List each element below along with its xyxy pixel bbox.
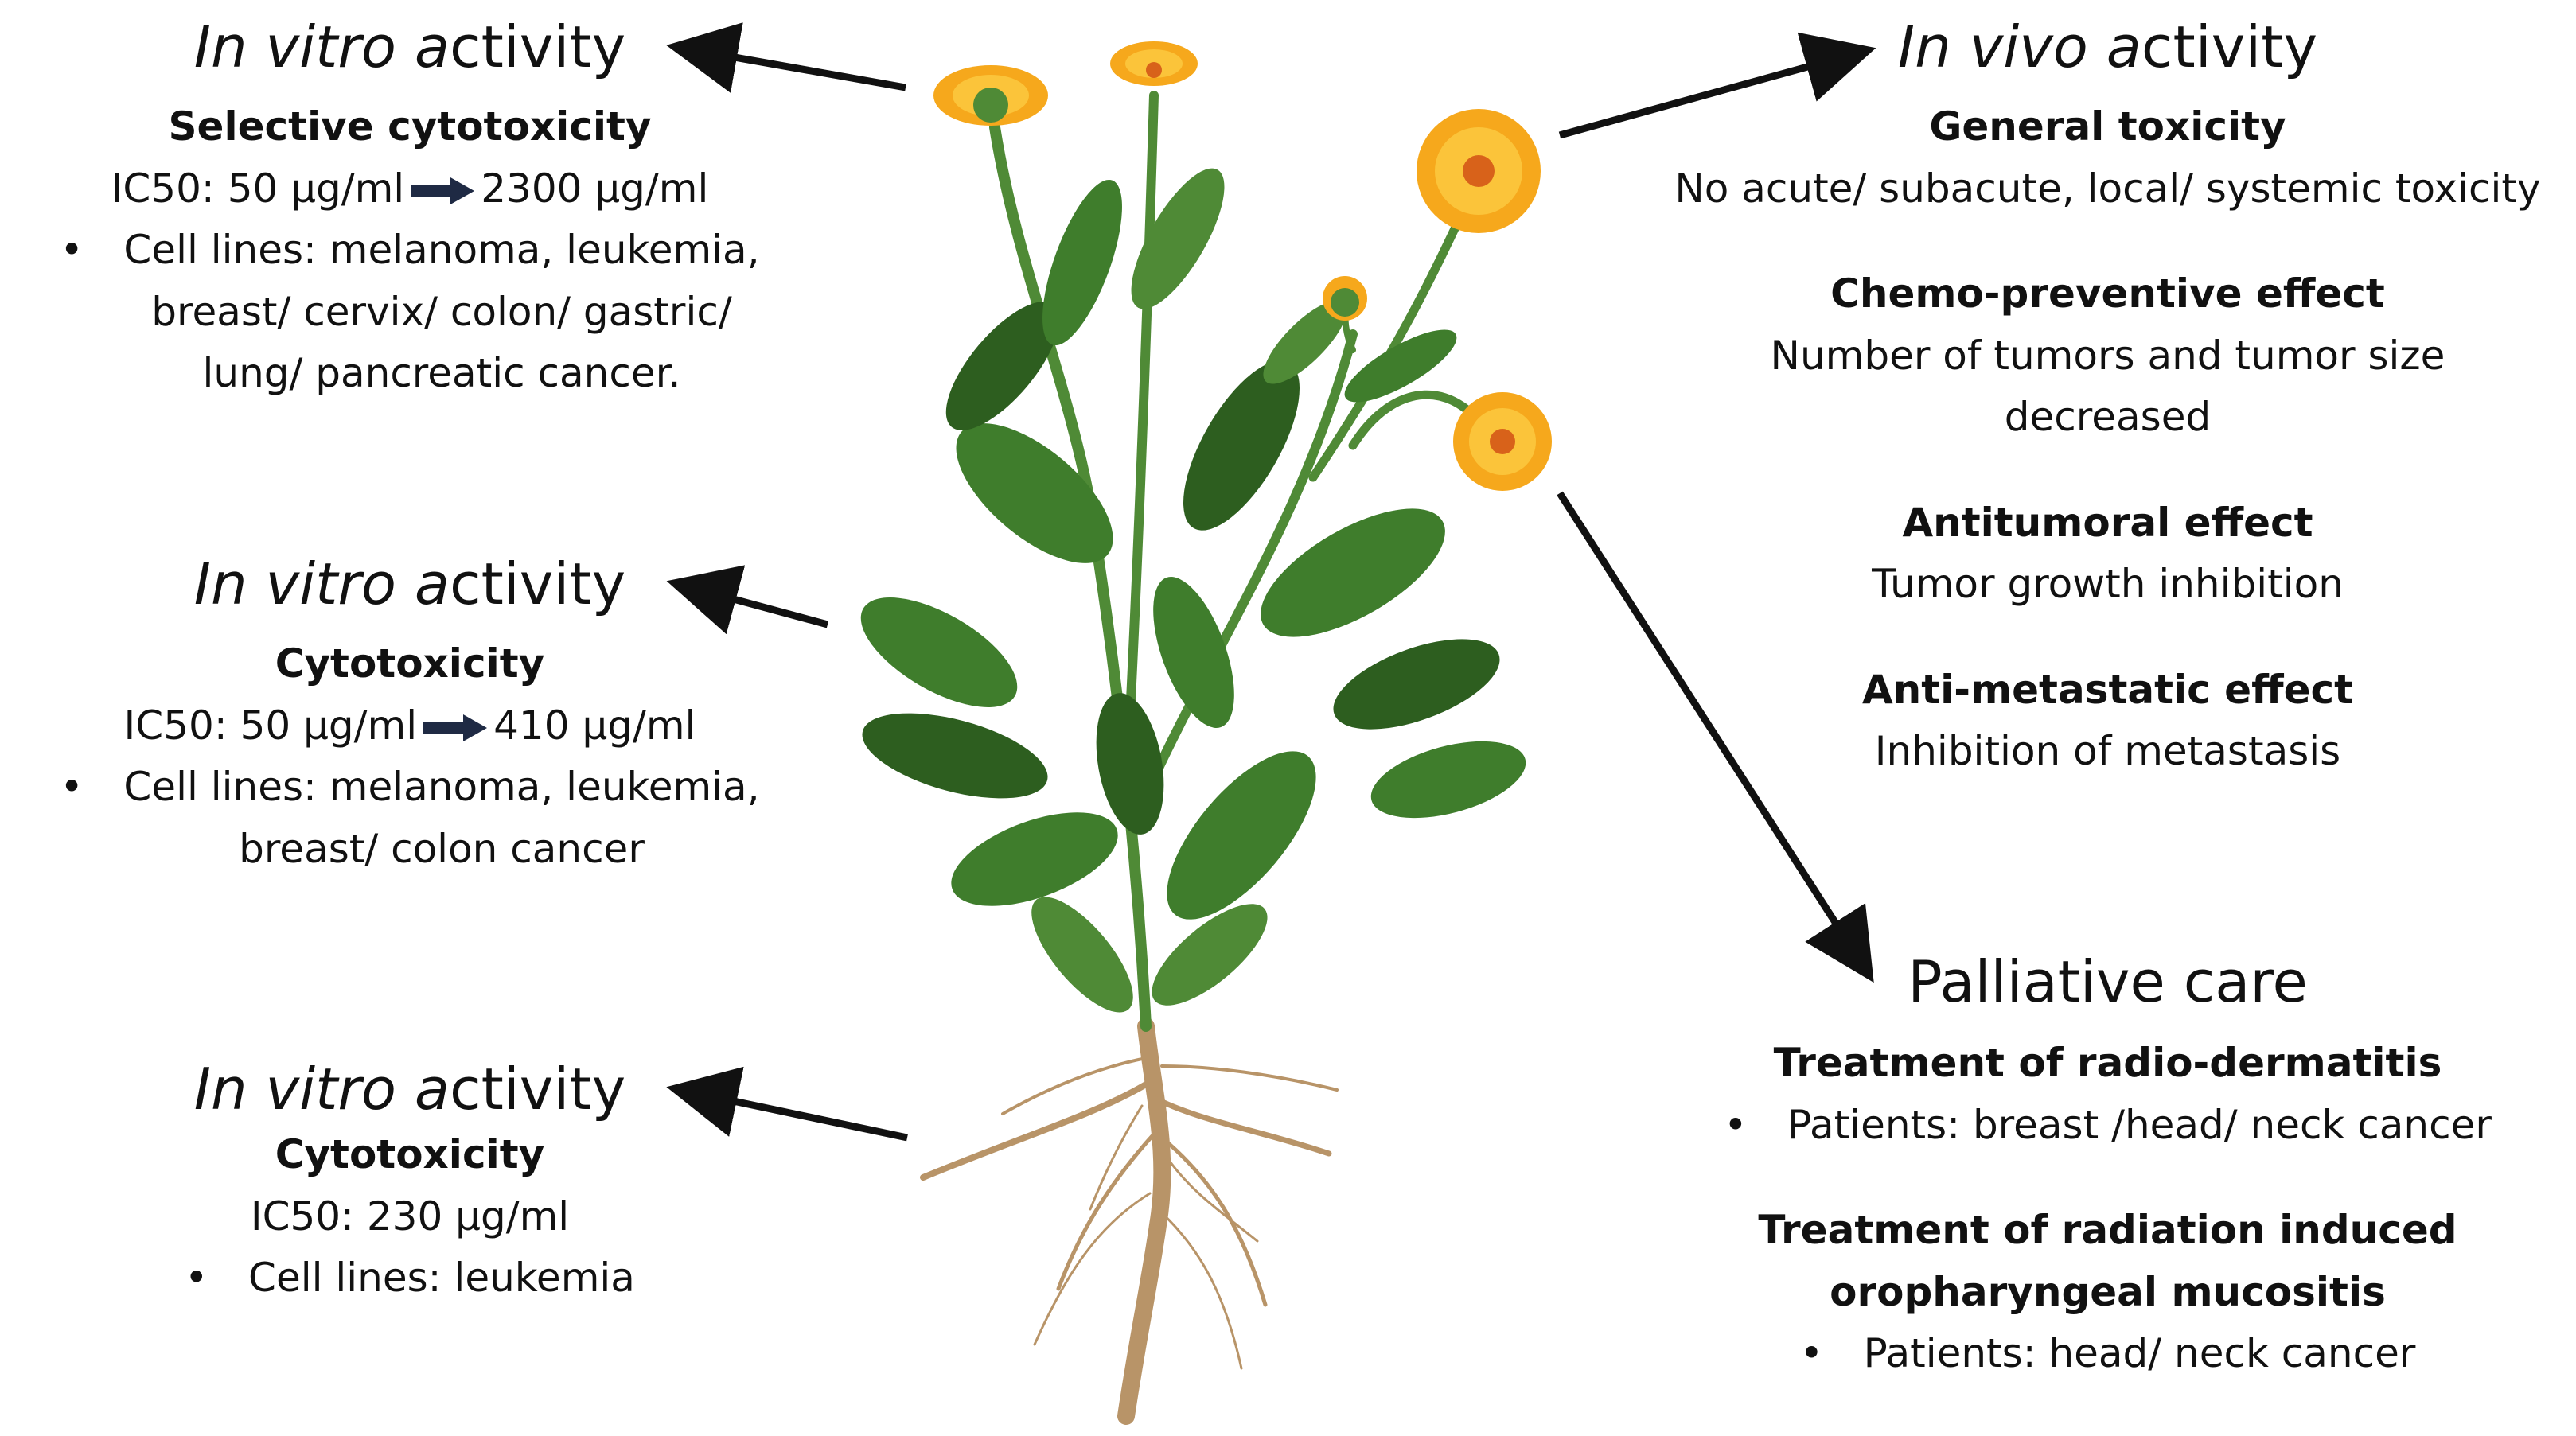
bullet-line: breast/ colon cancer (239, 825, 645, 872)
plant-leaves (860, 168, 1526, 1013)
item-title: Treatment of radio-dermatitis (1773, 1040, 2442, 1087)
bullet-icon: • (1724, 1101, 1748, 1148)
bullet-icon: • (60, 764, 84, 811)
right-block-in-vivo: In vivo activity General toxicity No acu… (1639, 14, 2576, 783)
flower-top-left (933, 65, 1048, 126)
flower-top-center (1110, 41, 1198, 86)
heading-palliative-care: Palliative care (1908, 948, 2308, 1015)
item-text: decreased (2004, 394, 2212, 441)
right-arrow-icon (423, 714, 488, 742)
bullet-line: Cell lines: melanoma, leukemia, (123, 227, 760, 274)
flower-right-top (1417, 109, 1541, 233)
right-block-palliative: Palliative care Treatment of radio-derma… (1639, 948, 2576, 1385)
bullet-item-patients-1: • Patients: breast /head/ neck cancer (1639, 1095, 2576, 1157)
heading-in-vivo: In vivo activity (1897, 14, 2318, 80)
heading-in-vitro-2: In vitro activity (193, 551, 626, 617)
palliative-mucositis: Treatment of radiation induced oropharyn… (1639, 1200, 2576, 1385)
item-title: oropharyngeal mucositis (1830, 1268, 2386, 1315)
left-block-leaves: In vitro activity Cytotoxicity IC50: 50 … (0, 551, 820, 880)
item-text: No acute/ subacute, local/ systemic toxi… (1674, 165, 2541, 212)
item-title: General toxicity (1929, 103, 2286, 150)
subtitle-cytotoxicity-3: Cytotoxicity (275, 1131, 545, 1178)
flower-bud (1323, 276, 1367, 321)
in-vivo-chemo-preventive: Chemo-preventive effect Number of tumors… (1639, 263, 2576, 449)
item-text: Number of tumors and tumor size (1770, 332, 2445, 379)
item-title: Antitumoral effect (1902, 499, 2313, 546)
bullet-line: lung/ pancreatic cancer. (202, 350, 681, 397)
flower-right-middle (1453, 392, 1552, 491)
in-vivo-general-toxicity: General toxicity No acute/ subacute, loc… (1639, 96, 2576, 220)
heading-in-vitro-3: In vitro activity (193, 1056, 626, 1123)
item-title: Chemo-preventive effect (1830, 270, 2385, 317)
bullet-line: Cell lines: melanoma, leukemia, (123, 764, 760, 811)
bullet-icon: • (1799, 1330, 1824, 1377)
item-title: Anti-metastatic effect (1861, 666, 2354, 713)
in-vivo-anti-metastatic: Anti-metastatic effect Inhibition of met… (1639, 660, 2576, 783)
item-title: Treatment of radiation induced (1758, 1207, 2457, 1254)
palliative-radio-dermatitis: Treatment of radio-dermatitis • Patients… (1639, 1033, 2576, 1156)
bullet-item-cell-lines-1: • Cell lines: melanoma, leukemia, breast… (0, 220, 820, 405)
bullet-line: Cell lines: leukemia (248, 1255, 635, 1302)
bullet-line: Patients: breast /head/ neck cancer (1787, 1101, 2492, 1148)
bullet-item-patients-2: • Patients: head/ neck cancer (1639, 1323, 2576, 1385)
bullet-item-cell-lines-3: • Cell lines: leukemia (0, 1247, 820, 1310)
calendula-flowers (933, 41, 1552, 491)
left-block-roots: In vitro activity Cytotoxicity IC50: 230… (0, 1056, 820, 1310)
item-text: Tumor growth inhibition (1872, 561, 2344, 608)
item-text: Inhibition of metastasis (1874, 728, 2341, 775)
bullet-line: breast/ cervix/ colon/ gastric/ (151, 288, 732, 335)
right-arrow-icon (411, 177, 475, 205)
bullet-icon: • (185, 1255, 208, 1302)
subtitle-cytotoxicity-2: Cytotoxicity (275, 640, 545, 687)
plant-roots (920, 1018, 1339, 1425)
bullet-icon: • (60, 227, 84, 274)
subtitle-selective-cytotoxicity: Selective cytotoxicity (168, 103, 652, 150)
heading-in-vitro-1: In vitro activity (193, 14, 626, 80)
left-block-flowers: In vitro activity Selective cytotoxicity… (0, 14, 820, 405)
bullet-item-cell-lines-2: • Cell lines: melanoma, leukemia, breast… (0, 757, 820, 880)
ic50-value-3: IC50: 230 μg/ml (250, 1193, 570, 1239)
bullet-line: Patients: head/ neck cancer (1863, 1330, 2416, 1377)
in-vivo-antitumoral: Antitumoral effect Tumor growth inhibiti… (1639, 492, 2576, 616)
